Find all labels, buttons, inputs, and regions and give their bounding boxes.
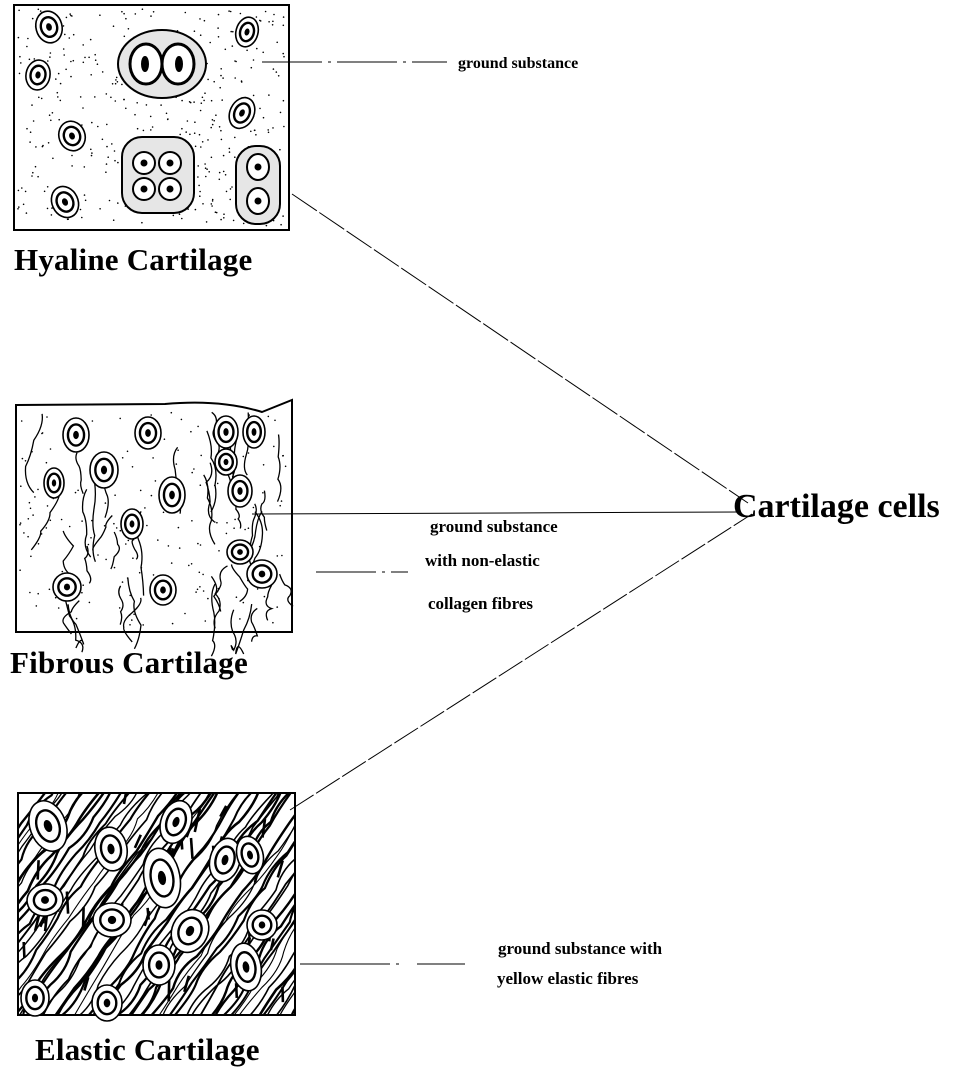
elastic-cell <box>143 945 175 985</box>
fibrous-cell <box>121 509 143 539</box>
elastic-cell <box>21 980 49 1016</box>
hyaline-panel <box>14 5 289 230</box>
fibrous-cell <box>53 573 81 601</box>
leader-lines <box>252 62 752 964</box>
elastic-label-line-1: ground substance with <box>498 940 662 957</box>
fibrous-cell <box>44 468 64 498</box>
fibrous-cell <box>243 416 265 448</box>
elastic-cell <box>247 910 277 940</box>
fibrous-panel <box>16 400 293 656</box>
fibrous-label-line-2: with non-elastic <box>425 552 540 569</box>
fibrous-cell <box>135 417 161 449</box>
fibrous-label-line-3: collagen fibres <box>428 595 533 612</box>
fibrous-label-line-1: ground substance <box>430 518 558 535</box>
elastic-label-line-2: yellow elastic fibres <box>497 970 638 987</box>
fibrous-cell <box>247 560 277 588</box>
fibrous-cell <box>159 477 185 513</box>
leader-hyaline-cell-to-cartilage-cells <box>292 194 748 503</box>
elastic-panel <box>0 740 556 1023</box>
fibrous-title: Fibrous Cartilage <box>10 645 248 681</box>
fibrous-cell <box>63 418 89 452</box>
leader-fibrous-cell-to-cartilage-cells <box>252 512 740 514</box>
fibrous-cell <box>227 540 253 564</box>
elastic-cell <box>93 903 131 937</box>
elastic-title: Elastic Cartilage <box>35 1032 260 1068</box>
fibrous-cell <box>215 449 237 475</box>
fibrous-cell <box>214 416 238 448</box>
fibrous-cell <box>90 452 118 488</box>
fibrous-cell <box>150 575 176 605</box>
elastic-cell <box>92 985 122 1021</box>
hyaline-title: Hyaline Cartilage <box>14 242 252 278</box>
fibrous-cell <box>228 475 252 507</box>
hyaline-cell-quad-capsule <box>122 137 194 213</box>
cartilage-cells-label: Cartilage cells <box>733 488 940 526</box>
hyaline-ground-label: ground substance <box>458 56 578 72</box>
